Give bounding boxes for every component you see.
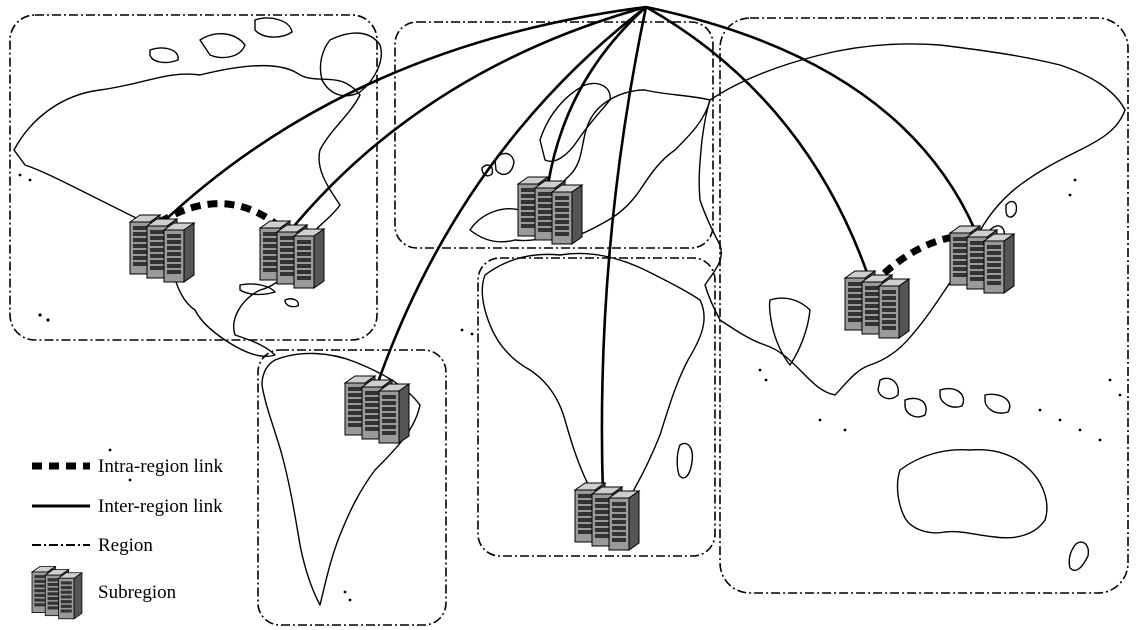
inter-region-links bbox=[159, 5, 977, 496]
server-rack-icon bbox=[845, 271, 909, 338]
southeast-asia-islands-coast bbox=[877, 377, 1011, 418]
australia-coast bbox=[896, 448, 1048, 539]
region-africa bbox=[477, 257, 716, 557]
server-rack-icon bbox=[260, 221, 324, 288]
new-zealand-coast bbox=[1068, 541, 1090, 572]
caribbean-coast bbox=[239, 283, 299, 308]
regions bbox=[9, 14, 1129, 626]
scandinavia-coast bbox=[539, 82, 611, 162]
server-rack-icon bbox=[575, 483, 639, 550]
inter-link-north-america-east bbox=[283, 5, 647, 238]
inter-link-north-america-west bbox=[159, 5, 647, 226]
greenland-coast bbox=[319, 32, 382, 97]
inter-link-asia-west bbox=[645, 5, 874, 288]
legend: Intra-region link Inter-region link Regi… bbox=[32, 456, 224, 619]
arctic-islands-coast bbox=[149, 17, 293, 64]
legend-region-label: Region bbox=[98, 535, 153, 556]
region-south-america bbox=[257, 349, 447, 626]
asia-coast bbox=[698, 43, 1126, 396]
madagascar-coast bbox=[676, 442, 694, 479]
south-america-coast bbox=[261, 352, 421, 606]
europe-coast bbox=[469, 89, 711, 243]
server-rack-icon bbox=[950, 226, 1014, 293]
legend-inter-label: Inter-region link bbox=[98, 496, 223, 517]
subregions bbox=[130, 177, 1014, 550]
inter-link-south-america bbox=[375, 5, 647, 386]
inter-link-asia-east bbox=[645, 5, 977, 231]
british-isles-coast bbox=[481, 152, 515, 177]
region-asia-pacific bbox=[719, 17, 1129, 594]
server-rack-icon bbox=[130, 215, 194, 282]
legend-subregion-label: Subregion bbox=[98, 582, 177, 603]
region-north-america bbox=[9, 14, 378, 341]
scattered-islands bbox=[18, 173, 1122, 602]
inter-link-africa bbox=[600, 6, 648, 496]
server-rack-icon bbox=[32, 567, 82, 619]
africa-coast bbox=[481, 252, 705, 506]
inter-link-europe bbox=[546, 6, 647, 186]
server-rack-icon bbox=[345, 376, 409, 443]
india-coast bbox=[768, 297, 811, 366]
server-rack-icon bbox=[518, 177, 582, 244]
legend-intra-label: Intra-region link bbox=[98, 456, 224, 477]
